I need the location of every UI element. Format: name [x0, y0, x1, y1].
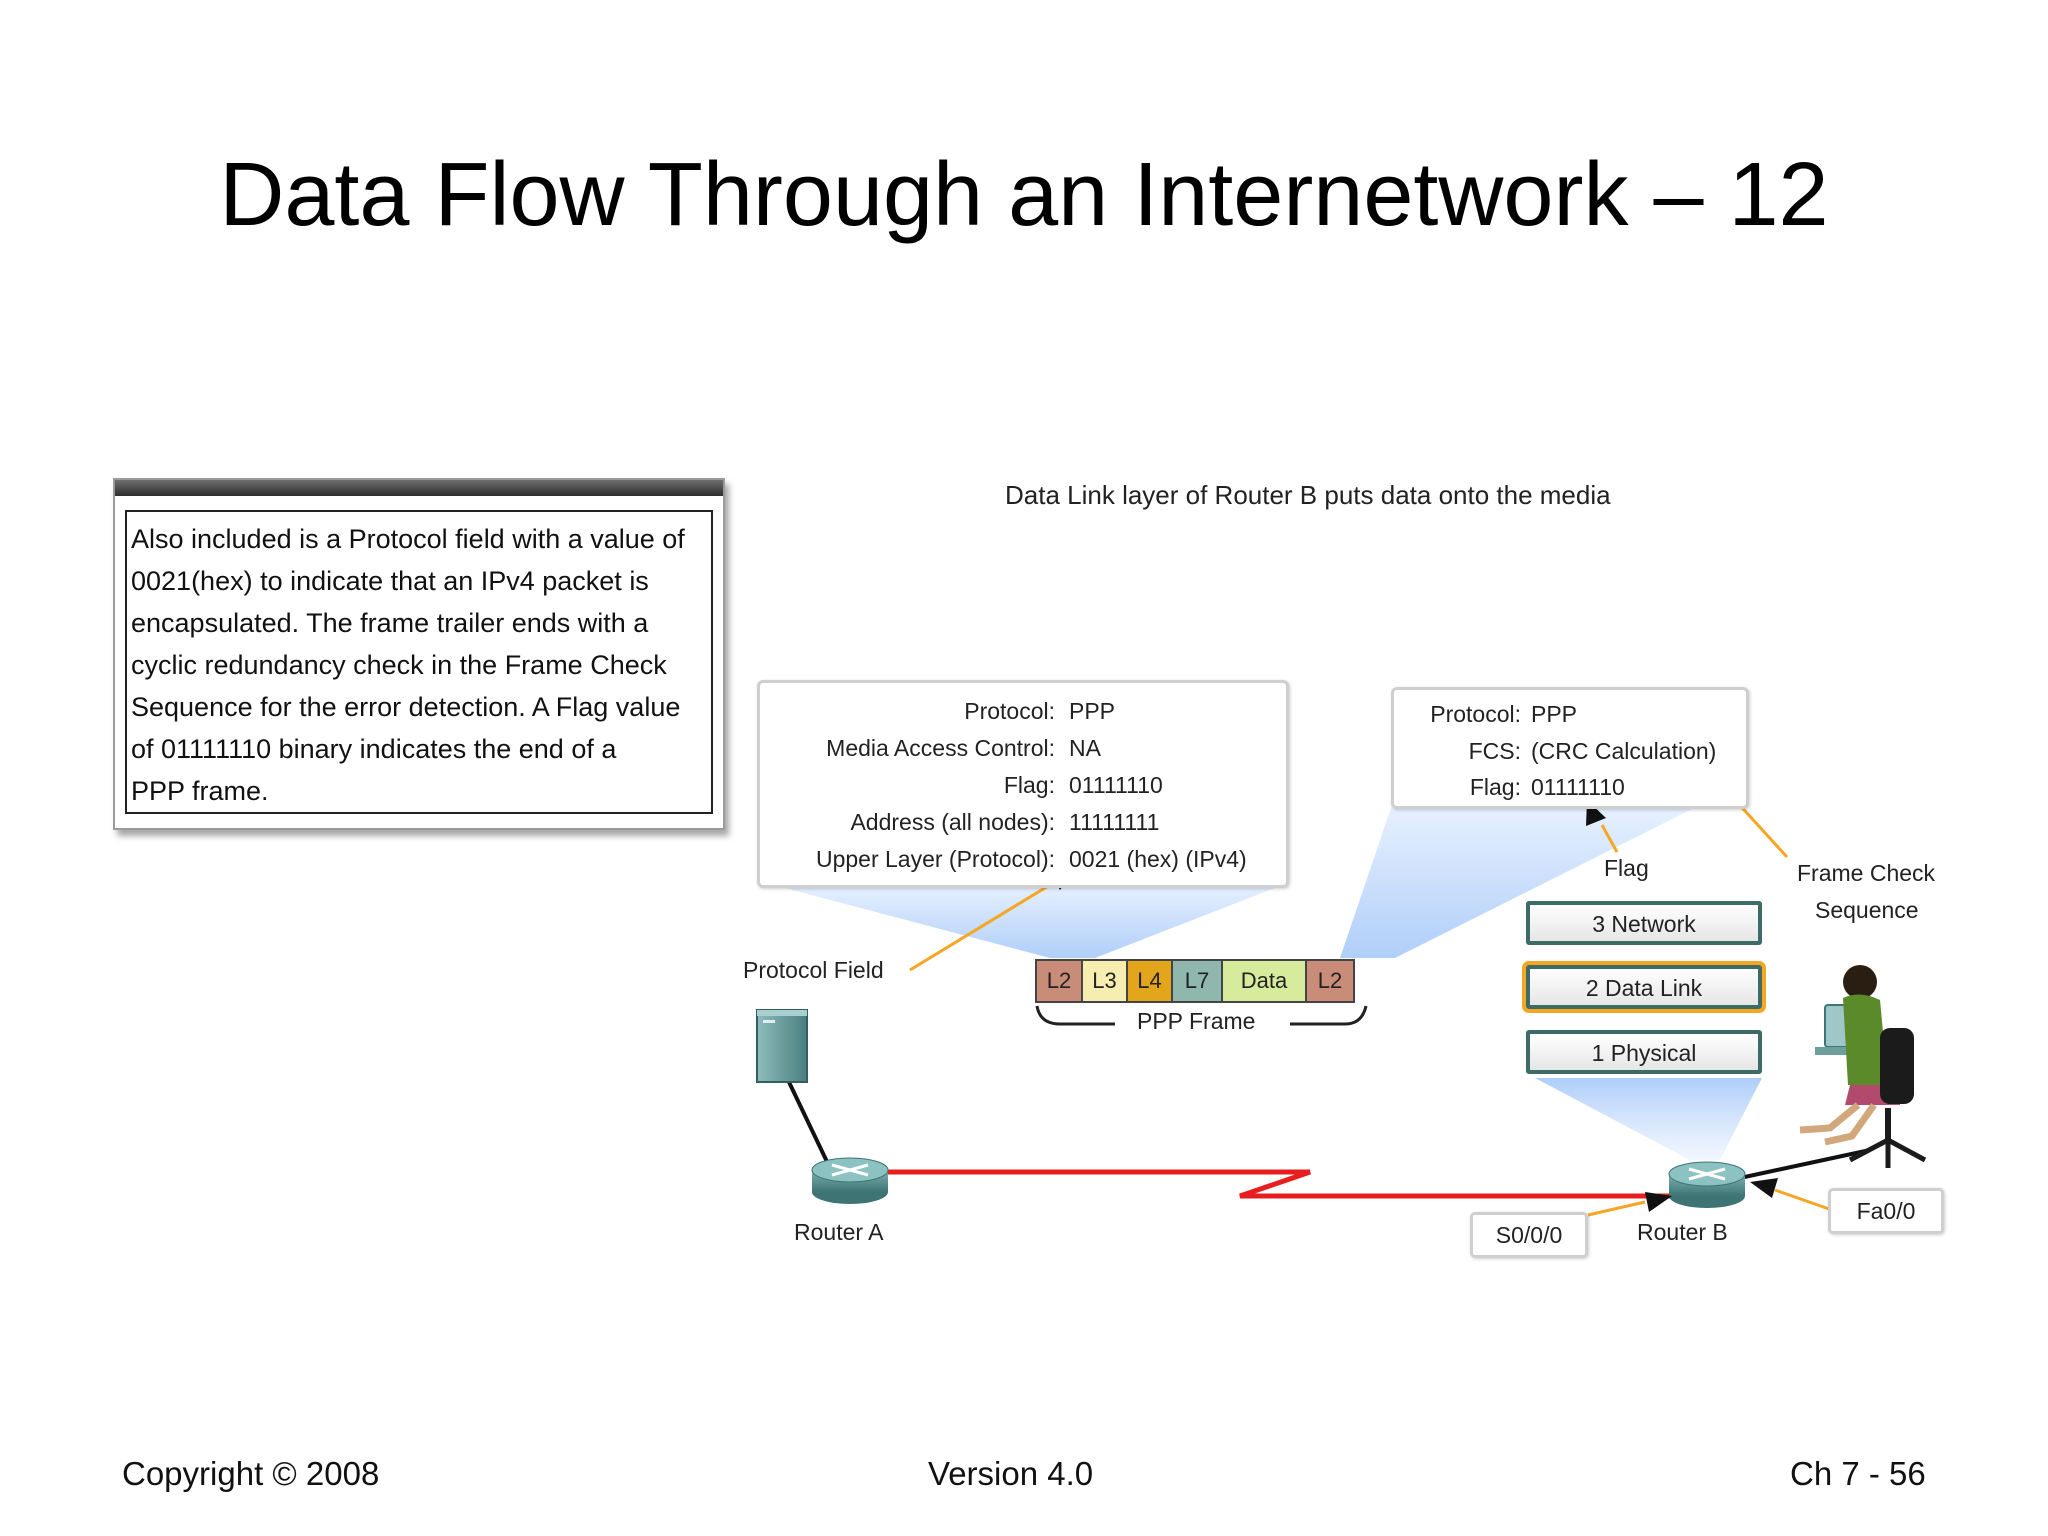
footer-version: Version 4.0 — [928, 1455, 1094, 1492]
server-cable — [786, 1079, 832, 1169]
explanation-line: Also included is a Protocol field with a… — [131, 524, 685, 554]
ppp-frame-brace — [1035, 1005, 1368, 1026]
header-field-flag: Flag: 01111110 — [760, 767, 1163, 804]
frame-segment-l4: L4 — [1128, 961, 1173, 1001]
header-field-protocol: Protocol: PPP — [760, 693, 1115, 730]
router-a-icon — [811, 1157, 889, 1204]
header-field-value: NA — [1069, 735, 1101, 761]
explanation-line: encapsulated. The frame trailer ends wit… — [131, 608, 649, 638]
ppp-frame: L2 L3 L4 L7 Data L2 — [1035, 959, 1355, 1003]
layer-physical: 1 Physical — [1526, 1030, 1762, 1074]
server-icon — [756, 1009, 808, 1083]
serial-link — [880, 1169, 1680, 1199]
frame-segment-l3: L3 — [1083, 961, 1128, 1001]
header-field-label: Protocol: — [964, 698, 1055, 724]
trailer-field-fcs: FCS: (CRC Calculation) — [1394, 733, 1717, 770]
ppp-frame-label: PPP Frame — [1137, 1008, 1256, 1034]
frame-trailer-details-box: Protocol: PPP FCS: (CRC Calculation) Flag:… — [1391, 687, 1749, 809]
header-field-address: Address (all nodes): 11111111 — [760, 804, 1159, 841]
diagram-heading: Data Link layer of Router B puts data on… — [1005, 480, 1611, 510]
fa00-arrow — [1750, 1178, 1833, 1212]
trailer-field-value: (CRC Calculation) — [1531, 738, 1717, 764]
header-field-value: 01111110 — [1069, 772, 1163, 798]
explanation-line: PPP frame. — [131, 776, 269, 806]
s000-arrow — [1587, 1192, 1672, 1217]
header-field-upper-layer: Upper Layer (Protocol): 0021 (hex) (IPv4) — [760, 841, 1247, 878]
trailer-zoom-beam — [1340, 805, 1700, 958]
router-a-label: Router A — [794, 1219, 884, 1245]
flag-label: Flag — [1604, 855, 1649, 881]
fcs-label-line-1: Frame Check — [1797, 860, 1936, 886]
frame-segment-l7: L7 — [1173, 961, 1223, 1001]
explanation-box: Also included is a Protocol field with a… — [113, 478, 725, 830]
slide-title: Data Flow Through an Internetwork – 12 — [219, 145, 1829, 245]
protocol-field-label: Protocol Field — [743, 957, 884, 983]
explanation-text: Also included is a Protocol field with a… — [125, 510, 713, 814]
trailer-field-label: FCS: — [1468, 738, 1521, 764]
explanation-box-header-bar — [115, 480, 723, 496]
fcs-label-line-2: Sequence — [1815, 897, 1919, 923]
layer-network: 3 Network — [1526, 901, 1762, 945]
fast-ethernet-port-label: Fa0/0 — [1828, 1188, 1944, 1234]
trailer-field-label: Flag: — [1469, 774, 1521, 800]
router-b-icon — [1668, 1161, 1746, 1208]
explanation-line: 0021(hex) to indicate that an IPv4 packe… — [131, 566, 649, 596]
footer-copyright: Copyright © 2008 — [122, 1455, 380, 1492]
frame-header-details-box: Protocol: PPP Media Access Control: NA Fla… — [757, 680, 1289, 888]
physical-to-router-beam — [1535, 1078, 1762, 1160]
explanation-line: Sequence for the error detection. A Flag… — [131, 692, 681, 722]
explanation-line: of 01111110 binary indicates the end of … — [131, 734, 617, 764]
trailer-field-value: 01111110 — [1531, 774, 1625, 800]
header-field-value: 11111111 — [1069, 809, 1160, 835]
header-field-value: 0021 (hex) (IPv4) — [1069, 846, 1247, 872]
frame-segment-l2-header: L2 — [1037, 961, 1083, 1001]
explanation-line: cyclic redundancy check in the Frame Che… — [131, 650, 667, 680]
trailer-field-flag: Flag: 01111110 — [1394, 769, 1625, 806]
header-field-label: Media Access Control: — [826, 735, 1055, 761]
footer-page-number: Ch 7 - 56 — [1790, 1455, 1926, 1492]
header-field-label: Address (all nodes): — [850, 809, 1055, 835]
trailer-field-value: PPP — [1531, 701, 1578, 727]
serial-port-label: S0/0/0 — [1470, 1212, 1588, 1258]
user-at-laptop-icon — [1799, 965, 1927, 1168]
trailer-field-label: Protocol: — [1430, 701, 1521, 727]
frame-segment-data: Data — [1223, 961, 1307, 1001]
frame-segment-l2-trailer: L2 — [1307, 961, 1353, 1001]
header-field-label: Upper Layer (Protocol): — [815, 846, 1055, 872]
layer-data-link: 2 Data Link — [1526, 965, 1762, 1009]
trailer-field-protocol: Protocol: PPP — [1394, 696, 1577, 733]
router-b-label: Router B — [1637, 1219, 1728, 1245]
header-field-label: Flag: — [1003, 772, 1055, 798]
header-field-mac: Media Access Control: NA — [760, 730, 1101, 767]
header-zoom-beam — [770, 884, 1285, 958]
header-field-value: PPP — [1069, 698, 1116, 724]
ethernet-cable — [1739, 1148, 1871, 1180]
